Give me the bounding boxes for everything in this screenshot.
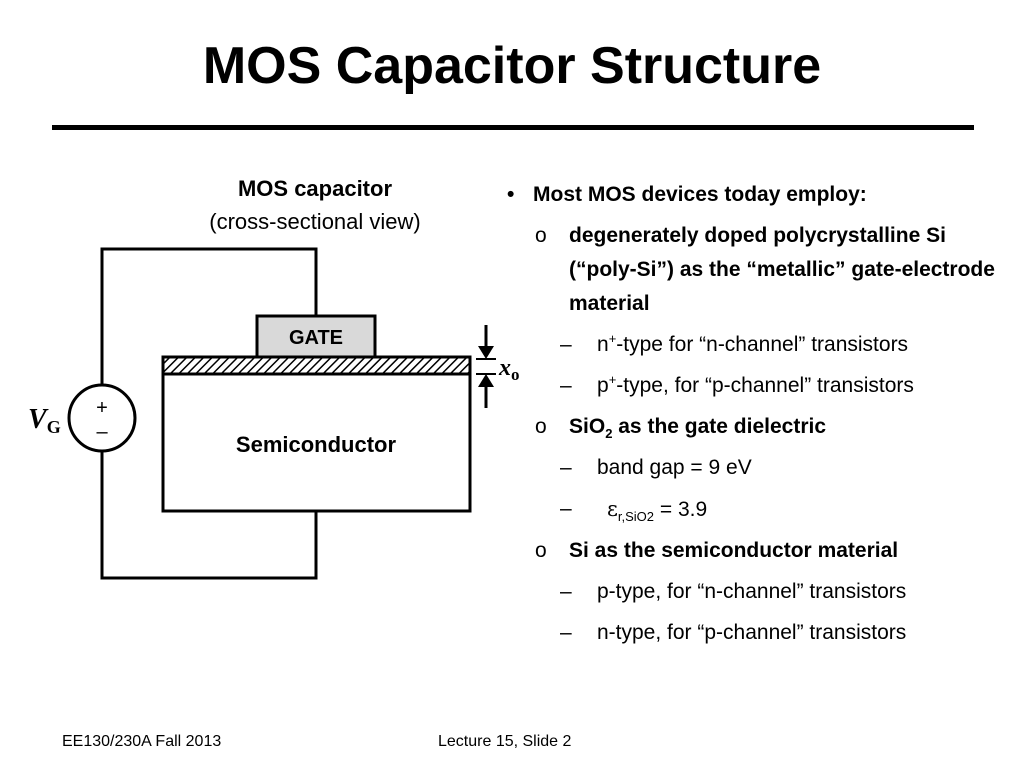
dash-item: – p-type, for “n-channel” transistors: [505, 575, 1015, 609]
voltage-source-symbol: [67, 383, 137, 453]
wire-bottom: [100, 452, 318, 580]
footer-slide-number: Lecture 15, Slide 2: [438, 733, 572, 750]
sub-bullet-marker: o: [535, 539, 547, 562]
dash-marker: –: [560, 374, 572, 397]
sub-bullet-text: SiO2 as the gate dielectric: [569, 410, 1015, 444]
superscript-plus: +: [608, 372, 617, 387]
xo-label-main: x: [498, 355, 511, 381]
gate-label: GATE: [289, 327, 343, 349]
vg-label-main: V: [28, 404, 49, 435]
dash-item: – n-type, for “p-channel” transistors: [505, 616, 1015, 650]
footer-course: EE130/230A Fall 2013: [62, 733, 222, 750]
thickness-arrow-bottom-head: [478, 374, 494, 387]
sub-bullet-marker: o: [535, 415, 547, 438]
semiconductor-label: Semiconductor: [236, 432, 397, 457]
oxide-layer: [161, 355, 472, 376]
dash-marker: –: [560, 580, 572, 603]
sub-bullet-marker: o: [535, 224, 547, 247]
dash-text: band gap = 9 eV: [597, 456, 752, 479]
bullet-marker: •: [507, 183, 515, 206]
vg-label: VG: [28, 404, 61, 437]
dash-text: n+-type for “n-channel” transistors: [597, 331, 909, 356]
dash-text-part: -type, for “p-channel” transistors: [616, 374, 914, 397]
subscript: r,SiO2: [617, 509, 655, 525]
source-minus-sign: –: [96, 421, 108, 443]
diagram-caption-title: MOS capacitor: [237, 176, 393, 201]
dash-text-part: = 3.9: [654, 498, 708, 521]
subscript: 2: [605, 426, 613, 442]
source-plus-sign: +: [96, 397, 108, 419]
dash-text-part: -type for “n-channel” transistors: [616, 333, 909, 356]
xo-label-subscript: o: [511, 365, 520, 384]
bullet-text: Most MOS devices today employ:: [533, 183, 867, 206]
diagram-caption-subtitle: (cross-sectional view): [209, 209, 421, 234]
dash-item: – n+-type for “n-channel” transistors: [505, 328, 1015, 362]
diagram-caption: MOS capacitor (cross-sectional view): [170, 172, 460, 238]
superscript-plus: +: [608, 331, 617, 346]
gate-electrode: [255, 314, 377, 359]
dash-marker: –: [560, 333, 572, 356]
xo-label: xo: [498, 355, 520, 384]
sub-bullet-item: o degenerately doped polycrystalline Si …: [505, 219, 1015, 321]
dash-text-part: p: [597, 374, 609, 397]
dash-marker: –: [560, 456, 572, 479]
thickness-arrow-top-head: [478, 346, 494, 359]
dash-text: n-type, for “p-channel” transistors: [597, 621, 907, 644]
sub-bullet-text-part: as the gate dielectric: [612, 415, 827, 438]
sub-bullet-item: o Si as the semiconductor material: [505, 534, 1015, 568]
bullet-list: • Most MOS devices today employ: o degen…: [505, 178, 1015, 657]
wire-top: [100, 247, 318, 385]
title-divider: [52, 125, 974, 130]
vg-label-subscript: G: [47, 417, 61, 437]
epsilon-symbol: ε: [607, 497, 618, 521]
bullet-item: • Most MOS devices today employ:: [505, 178, 1015, 212]
dash-item: – p+-type, for “p-channel” transistors: [505, 369, 1015, 403]
semiconductor-body: [161, 372, 472, 513]
dash-marker: –: [560, 497, 572, 520]
dash-text: p+-type, for “p-channel” transistors: [597, 372, 914, 397]
sub-bullet-item: o SiO2 as the gate dielectric: [505, 410, 1015, 444]
dash-item: – εr,SiO2 = 3.9: [505, 492, 1015, 527]
sub-bullet-text-part: SiO: [569, 415, 606, 438]
dash-text: p-type, for “n-channel” transistors: [597, 580, 907, 603]
sub-bullet-text: degenerately doped polycrystalline Si (“…: [569, 224, 995, 315]
dash-text-part: n: [597, 333, 609, 356]
sub-bullet-text: Si as the semiconductor material: [569, 539, 899, 562]
slide-title: MOS Capacitor Structure: [202, 37, 822, 95]
dash-item: – band gap = 9 eV: [505, 451, 1015, 485]
dash-text: εr,SiO2 = 3.9: [597, 497, 708, 525]
dash-marker: –: [560, 621, 572, 644]
